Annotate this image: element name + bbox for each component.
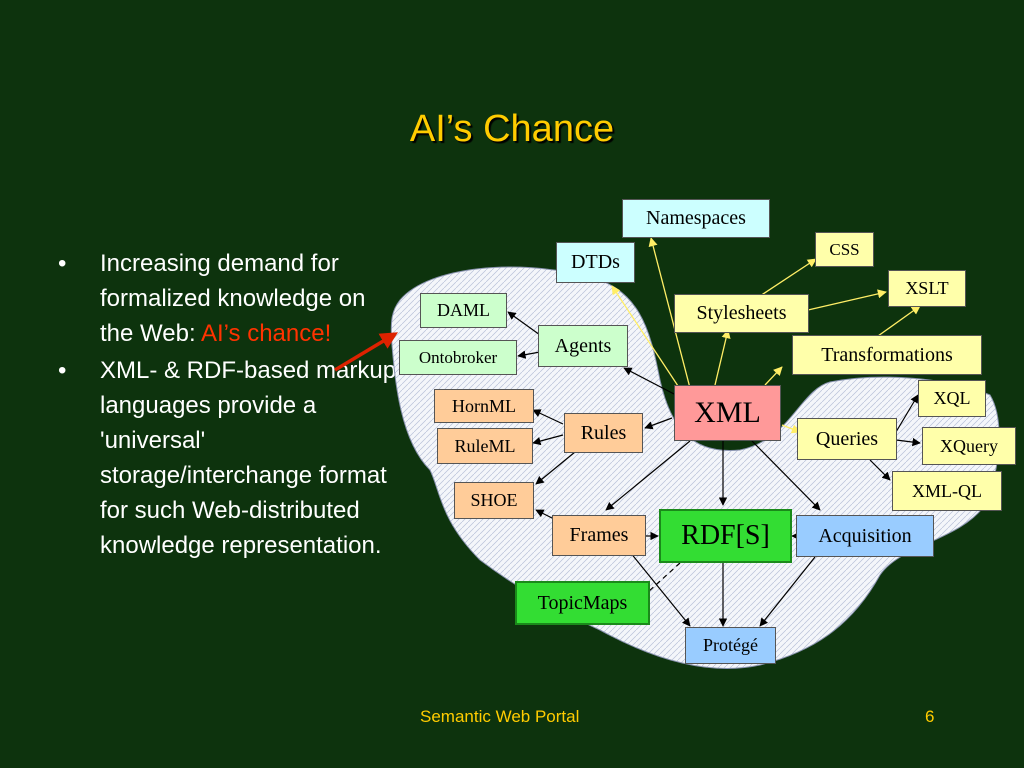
edge-transformations-xslt — [877, 305, 921, 337]
edge-stylesheets-xslt — [807, 289, 887, 311]
edge-xml-dtds — [611, 285, 683, 393]
node-ontobroker: Ontobroker — [399, 340, 517, 375]
node-protege: Protégé — [685, 627, 776, 664]
node-dtds: DTDs — [556, 242, 635, 283]
edge-agents-ontobroker — [517, 350, 541, 359]
node-rdfs: RDF[S] — [659, 509, 792, 563]
node-rules: Rules — [564, 413, 643, 453]
bullet-text: Increasing demand for formalized knowled… — [100, 250, 366, 347]
edge-xml-acquisition — [751, 440, 821, 511]
bullet-marker: • — [58, 357, 67, 384]
edge-xml-stylesheets — [714, 329, 731, 386]
edge-rules-ruleml — [532, 434, 564, 446]
node-stylesheets: Stylesheets — [674, 294, 809, 333]
edge-frames-protege — [629, 551, 691, 627]
node-topicmaps: TopicMaps — [515, 581, 650, 625]
edge-xml-namespaces — [648, 237, 691, 389]
edge-xml-transformations — [764, 366, 783, 386]
node-acquisition: Acquisition — [796, 515, 934, 557]
knowledge-cloud — [390, 266, 1000, 669]
edge-xml-agents — [623, 367, 677, 396]
edge-agents-daml — [507, 311, 541, 336]
edge-queries-xql — [895, 394, 919, 433]
edge-rules-shoe — [535, 451, 576, 485]
node-namespaces: Namespaces — [622, 199, 770, 238]
page-number: 6 — [925, 707, 935, 726]
edge-queries-xquery — [895, 437, 921, 447]
node-shoe: SHOE — [454, 482, 534, 519]
node-transformations: Transformations — [792, 335, 982, 375]
bullet-item: • XML- & RDF-based markup languages prov… — [58, 353, 398, 563]
bullet-highlight: AI’s chance! — [200, 320, 332, 347]
node-hornml: HornML — [434, 389, 534, 423]
red-pointer-arrow — [334, 332, 399, 372]
slide-title: AI’s Chance — [409, 108, 615, 150]
edge-stylesheets-css — [759, 258, 817, 297]
node-daml: DAML — [420, 293, 507, 328]
edge-rdfs-topicmaps — [647, 562, 681, 593]
node-queries: Queries — [797, 418, 897, 460]
edge-xml-frames — [605, 440, 691, 511]
bullet-text: XML- & RDF-based markup languages provid… — [100, 357, 397, 559]
edge-xml-rules — [644, 417, 673, 430]
node-xql: XQL — [918, 380, 986, 417]
node-ruleml: RuleML — [437, 428, 533, 464]
node-frames: Frames — [552, 515, 646, 556]
node-xml: XML — [674, 385, 781, 441]
node-xslt: XSLT — [888, 270, 966, 307]
node-xml-ql: XML-QL — [892, 471, 1002, 511]
node-css: CSS — [815, 232, 874, 267]
node-agents: Agents — [538, 325, 628, 367]
edge-rules-hornml — [532, 409, 564, 425]
bullet-item: • Increasing demand for formalized knowl… — [58, 246, 398, 351]
footer-text: Semantic Web Portal — [420, 707, 580, 726]
edge-queries-xmlql — [869, 459, 891, 481]
bullet-marker: • — [58, 250, 67, 277]
bullet-list: • Increasing demand for formalized knowl… — [58, 246, 398, 565]
edge-acquisition-protege — [759, 556, 816, 627]
node-xquery: XQuery — [922, 427, 1016, 465]
